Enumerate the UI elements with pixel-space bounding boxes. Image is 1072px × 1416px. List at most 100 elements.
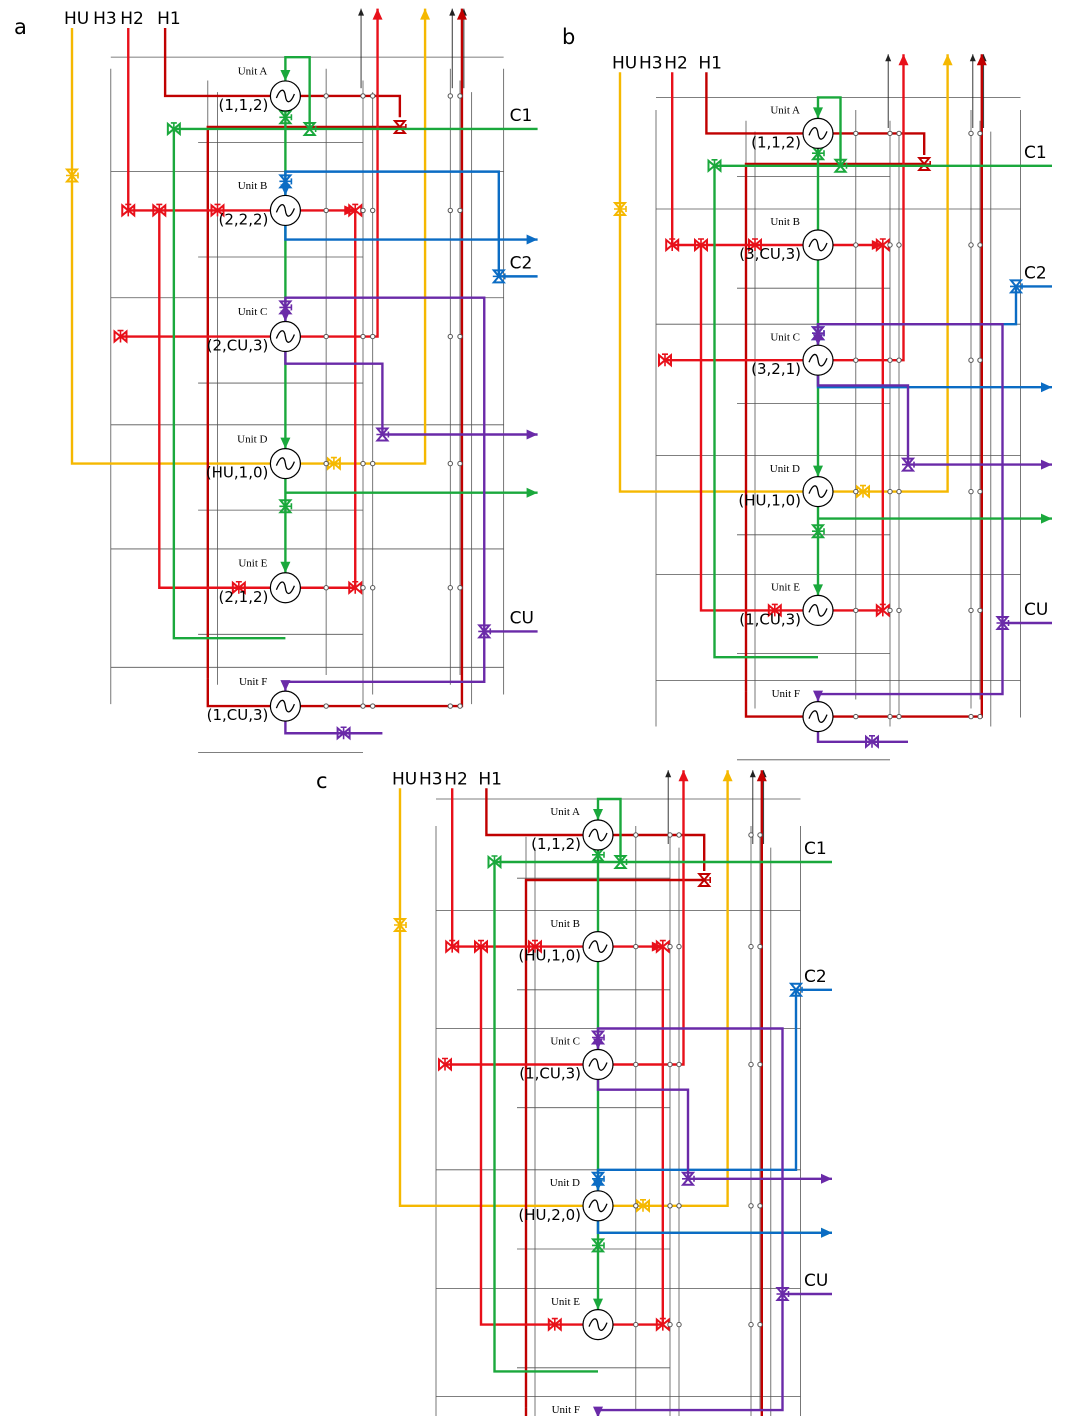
arrowhead: [280, 69, 291, 81]
hot-stream-label: HU: [612, 54, 637, 74]
unit-assignment: (1,CU,3): [207, 706, 269, 724]
unit-name: Unit E: [551, 1296, 580, 1308]
line-crossing: [360, 333, 366, 340]
arrowhead: [280, 561, 291, 573]
c1-stream: [816, 96, 1052, 168]
hot-stream-label: H2: [664, 54, 688, 74]
line-crossing: [667, 832, 673, 838]
h2-return: [300, 210, 357, 589]
mixer-splitter-icon: [697, 873, 712, 887]
cold-stream-label: C2: [1024, 263, 1047, 283]
unit-name: Unit F: [239, 676, 267, 688]
line-crossing: [887, 607, 893, 614]
line-crossing: [977, 242, 983, 248]
line-crossing: [887, 242, 893, 248]
arrowhead: [358, 8, 365, 16]
unit-name: Unit A: [770, 105, 800, 117]
line-crossing: [457, 207, 463, 214]
unit-assignment: (2,1,2): [219, 588, 269, 606]
arrowhead: [821, 1173, 832, 1184]
arrowhead: [813, 465, 823, 477]
mixer-splitter-icon: [917, 157, 932, 171]
h1-path: [300, 94, 402, 118]
mixer-splitter-icon: [547, 1317, 562, 1332]
line-crossing: [896, 242, 902, 248]
hu-outlet: [300, 8, 427, 465]
line-crossing: [323, 207, 329, 214]
hot-stream-label: H3: [93, 9, 117, 29]
line-crossing: [676, 943, 682, 950]
c1-branch: [172, 128, 286, 640]
h1-path: [833, 132, 926, 155]
line-crossing: [887, 488, 893, 495]
mixer-splitter-icon: [665, 237, 680, 253]
unit-name: Unit F: [772, 688, 800, 700]
hot-stream-label: HU: [392, 770, 417, 790]
line-crossing: [748, 832, 754, 838]
mixer-splitter-icon: [113, 329, 128, 344]
arrowhead: [813, 690, 823, 702]
line-crossing: [676, 832, 682, 838]
line-crossing: [977, 130, 983, 137]
line-crossing: [370, 703, 376, 709]
line-crossing: [977, 357, 983, 363]
c2-outlet: [596, 1220, 832, 1235]
mixer-splitter-icon: [788, 982, 804, 997]
line-crossing: [676, 1321, 682, 1328]
heat-exchanger-icon: [802, 594, 834, 627]
line-crossing: [457, 333, 463, 340]
line-crossing: [887, 357, 893, 363]
arrowhead: [665, 770, 672, 778]
mixer-splitter-icon: [438, 1057, 452, 1072]
line-crossing: [896, 357, 902, 363]
unit-assignment: (2,CU,3): [207, 337, 269, 355]
mixer-splitter-icon: [636, 1198, 650, 1213]
line-crossing: [457, 585, 463, 591]
line-crossing: [633, 1061, 639, 1068]
cu-branch: [284, 631, 486, 692]
h2-branch: [699, 245, 803, 612]
mixer-splitter-icon: [590, 1171, 606, 1186]
line-crossing: [853, 242, 859, 248]
heat-exchanger-icon: [269, 572, 301, 604]
cold-stream-label: C1: [1024, 143, 1047, 163]
line-crossing: [370, 207, 376, 214]
arrowhead: [813, 107, 823, 119]
heat-exchanger-icon: [802, 476, 834, 508]
mixer-splitter-icon: [767, 603, 782, 618]
h1-stream: [705, 72, 803, 135]
h1-path: [613, 833, 706, 871]
arrowhead: [593, 1298, 603, 1310]
line-crossing: [887, 713, 893, 720]
line-crossing: [360, 93, 366, 99]
cu-branch: [816, 623, 1004, 702]
line-crossing: [447, 460, 453, 467]
line-crossing: [977, 607, 983, 614]
unit-name: Unit D: [550, 1177, 580, 1189]
arrowhead: [898, 54, 909, 66]
arrowhead: [593, 809, 603, 820]
mixer-splitter-icon: [658, 353, 672, 368]
cold-stream-label: C2: [804, 967, 827, 987]
mixer-splitter-icon: [590, 1238, 606, 1253]
line-crossing: [887, 130, 893, 137]
unit-name: Unit B: [238, 180, 268, 192]
line-crossing: [853, 130, 859, 137]
arrowhead: [280, 680, 291, 692]
line-crossing: [370, 585, 376, 591]
h1-branch: [206, 678, 271, 708]
heat-exchanger-icon: [802, 344, 834, 376]
h2-return: [833, 245, 884, 612]
unit-assignment: (HU,1,0): [518, 947, 581, 965]
line-crossing: [977, 488, 983, 495]
line-crossing: [676, 1203, 682, 1209]
h1-stream: [163, 28, 271, 98]
line-crossing: [853, 607, 859, 614]
cold-stream-label: C1: [804, 839, 827, 859]
mixer-splitter-icon: [590, 1030, 606, 1045]
h1-return: [524, 878, 705, 1408]
heat-exchanger-icon: [269, 447, 301, 480]
line-crossing: [447, 585, 453, 591]
unit-name: Unit B: [550, 918, 580, 930]
